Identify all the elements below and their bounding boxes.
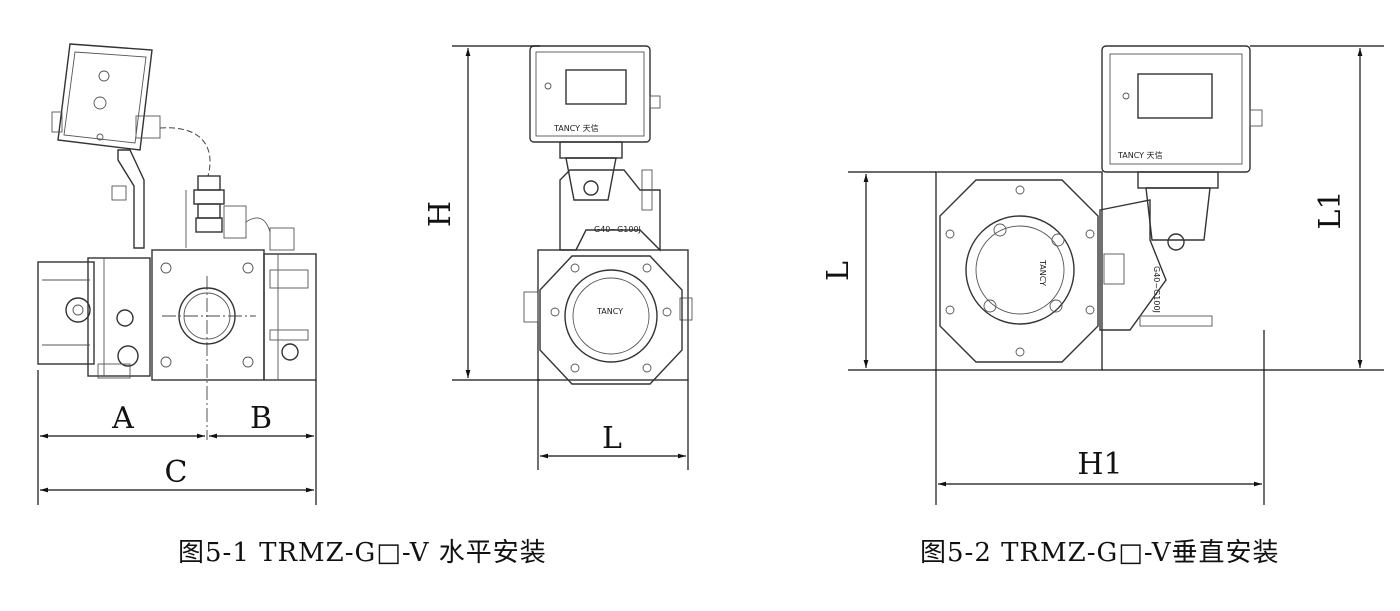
fig2-body: TANCY G40~G100J	[935, 171, 1161, 371]
fig1-head-brand: TANCY 天信	[553, 123, 599, 133]
fig2-neck	[1099, 171, 1219, 331]
fig2-caption: 图5-2 TRMZ-G□-V垂直安装	[920, 538, 1280, 568]
fig1-dim-b: B	[250, 401, 272, 436]
fig1-flange	[151, 249, 265, 440]
fig2-dim-h1-lines	[935, 330, 1265, 505]
fig2-dim-l: L	[821, 261, 856, 281]
fig1-front-view: TANCY 天信 G40~G100J TANCY	[423, 45, 693, 470]
fig1-dim-l-lines	[537, 380, 689, 470]
fig1-bracket	[117, 149, 145, 249]
fig2-vertical-view: TANCY 天信 TANCY G40	[821, 45, 1384, 505]
fig1-front-head-box: TANCY 天信	[529, 45, 661, 143]
fig1-dim-l: L	[602, 421, 622, 456]
fig2-dim-l1: L1	[1313, 190, 1348, 229]
fig1-dim-h: H	[423, 201, 458, 227]
fig2-head-box: TANCY 天信	[1101, 45, 1263, 173]
fig1-left-body	[37, 257, 151, 379]
fig1-cable	[159, 127, 211, 177]
fig2-head-brand: TANCY 天信	[1117, 150, 1163, 160]
fig1-fitting	[185, 175, 295, 251]
fig2-dim-l1-lines	[1102, 45, 1384, 371]
fig1-dim-h-lines	[452, 45, 540, 381]
fig1-front-body: TANCY	[523, 249, 693, 385]
fig1-front-neck: G40~G100J	[559, 141, 661, 252]
fig2-dim-h1: H1	[1077, 447, 1122, 482]
fig1-caption: 图5-1 TRMZ-G□-V 水平安装	[178, 538, 547, 568]
fig1-dim-lines	[37, 370, 317, 505]
fig1-dim-c: C	[165, 455, 188, 490]
fig1-side-head-box	[51, 43, 161, 151]
fig2-range-text: G40~G100J	[1152, 266, 1161, 313]
fig1-range-text: G40~G100J	[594, 225, 641, 234]
fig2-brand-text: TANCY	[1038, 259, 1047, 286]
fig1-side-view: A B C	[37, 43, 317, 505]
fig1-brand-text: TANCY	[596, 307, 623, 316]
fig1-dim-a: A	[111, 401, 134, 436]
fig1-right-body	[263, 253, 317, 381]
fig2-dim-l-lines	[848, 171, 936, 371]
